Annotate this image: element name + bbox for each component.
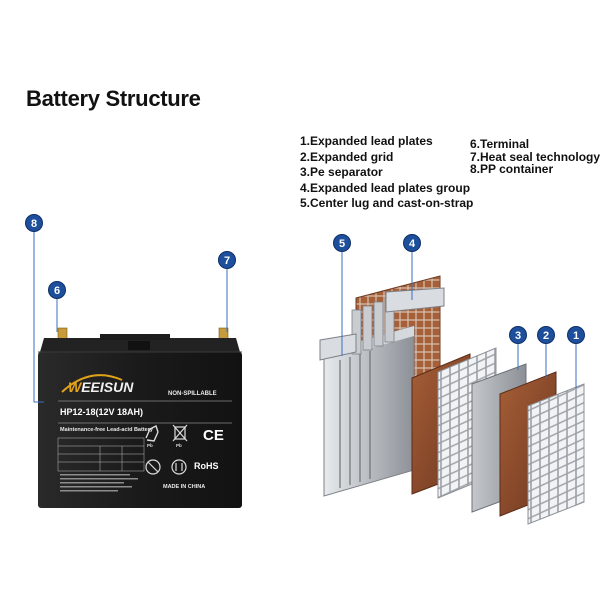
callout-badge-2: 2	[537, 326, 555, 344]
recycle-icon	[145, 425, 159, 442]
legend-left: 1.Expanded lead plates 2.Expanded grid 3…	[300, 134, 473, 212]
battery-callout-lines	[33, 229, 228, 403]
ce-mark: CE	[203, 427, 224, 444]
legend-item-1: 1.Expanded lead plates	[300, 134, 433, 148]
callout-badge-3: 3	[509, 326, 527, 344]
page-title: Battery Structure	[26, 86, 201, 111]
crossed-bin-icon	[172, 424, 188, 442]
caution-icon	[171, 459, 187, 475]
brand-name: WEEISUN	[68, 379, 134, 395]
callout-badge-1: 1	[567, 326, 585, 344]
charging-table	[57, 437, 145, 472]
legend-item-3: 3.Pe separator	[300, 165, 383, 179]
battery-illustration	[38, 327, 242, 508]
callout-badge-6: 6	[48, 281, 66, 299]
legend-right: 6.Terminal 7.Heat seal technology 8.PP c…	[470, 138, 600, 176]
battery-body	[38, 352, 242, 508]
legend-item-5: 5.Center lug and cast-on-strap	[300, 196, 474, 210]
non-spillable-label: NON-SPILLABLE	[168, 391, 217, 397]
no-fire-icon	[145, 459, 161, 475]
grid-panel-2	[527, 383, 585, 525]
battery-type-label: Maintenance-free Lead-acid Battery	[60, 427, 153, 433]
callout-badge-7: 7	[218, 251, 236, 269]
pb-label-1: Pb	[147, 443, 153, 448]
callout-badge-4: 4	[403, 234, 421, 252]
callout-badge-5: 5	[333, 234, 351, 252]
callout-badge-8: 8	[25, 214, 43, 232]
legend-item-4: 4.Expanded lead plates group	[300, 180, 471, 195]
model-label: HP12-18(12V 18AH)	[60, 407, 144, 417]
pb-label-2: Pb	[176, 443, 182, 448]
legend-item-7: 7.Heat seal technology	[470, 149, 600, 164]
plate-group-assembly	[319, 275, 585, 525]
rohs-mark: RoHS	[194, 461, 219, 471]
brand-logo-icon	[61, 374, 123, 393]
cast-on-strap	[385, 287, 445, 313]
legend-item-2: 2.Expanded grid	[300, 149, 394, 164]
plate-callout-lines	[341, 251, 577, 388]
legend-item-6: 6.Terminal	[470, 137, 530, 151]
legend-item-8: 8.PP container	[470, 162, 554, 176]
made-in-label: MADE IN CHINA	[163, 484, 206, 490]
